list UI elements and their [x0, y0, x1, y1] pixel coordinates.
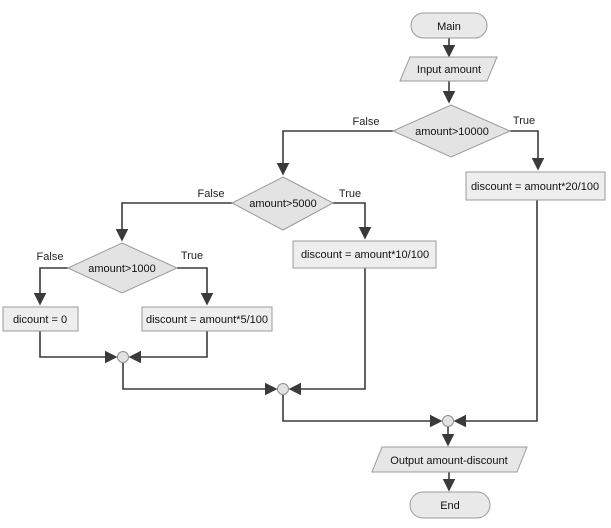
merge-connector-2: [277, 383, 289, 395]
merge-connector-1: [117, 351, 129, 363]
io-shape: [371, 446, 528, 473]
io-shape: [399, 56, 498, 82]
label-decision1-true: True: [513, 115, 535, 127]
process-shape: [2, 306, 79, 332]
node-discount5-label: discount = amount*5/100: [146, 314, 268, 326]
node-decision1-label: amount>10000: [415, 126, 489, 138]
edge-box0-to-merge1: [39, 331, 118, 364]
node-decision2-label: amount>5000: [249, 198, 317, 210]
edge-box10-to-merge2: [288, 268, 366, 396]
edge-box20-to-merge3: [453, 200, 538, 428]
decision-shape: [391, 104, 512, 158]
decision-shape: [66, 242, 179, 294]
edge-merge2-to-merge3: [282, 395, 443, 428]
node-discount-20: discount = amount*20/100: [465, 171, 606, 201]
node-main: Main: [410, 12, 488, 39]
edge-decision3-false: [33, 267, 68, 306]
node-decision-amount-gt-10000: amount>10000: [391, 104, 512, 158]
edge-merge1-to-merge2: [122, 363, 278, 396]
decision-shape: [230, 176, 335, 231]
nodes: Main Input amount amount>10000 discount …: [2, 12, 606, 519]
edge-decision1-true: [510, 130, 545, 171]
edge-box5-to-merge1: [128, 331, 208, 364]
node-discount20-label: discount = amount*20/100: [471, 181, 599, 193]
node-discount0-label: dicount = 0: [13, 314, 67, 326]
label-decision1-false: False: [353, 116, 380, 128]
connectors: [33, 38, 545, 492]
node-output-amount-discount: Output amount-discount: [371, 446, 528, 473]
label-decision3-true: True: [181, 250, 203, 262]
edge-decision2-false: [115, 202, 232, 242]
label-decision3-false: False: [37, 251, 64, 263]
node-main-label: Main: [437, 21, 461, 33]
node-discount-10: discount = amount*10/100: [292, 240, 437, 269]
label-decision2-false: False: [198, 188, 225, 200]
process-shape: [141, 306, 273, 332]
process-shape: [292, 240, 437, 269]
node-end-label: End: [440, 500, 460, 512]
edge-decision2-true: [333, 202, 372, 240]
edge-decision3-true: [177, 267, 214, 306]
node-input-label: Input amount: [417, 64, 481, 76]
node-discount-5: discount = amount*5/100: [141, 306, 273, 332]
node-output-label: Output amount-discount: [390, 455, 507, 467]
edge-decision1-false: [276, 130, 393, 176]
merge-connector-3: [442, 415, 454, 427]
node-discount10-label: discount = amount*10/100: [301, 249, 429, 261]
terminator-shape: [409, 491, 491, 519]
node-discount-zero: dicount = 0: [2, 306, 79, 332]
terminator-shape: [410, 12, 488, 39]
edge-labels: False True False True False True: [37, 115, 536, 263]
node-decision3-label: amount>1000: [88, 263, 156, 275]
process-shape: [465, 171, 606, 201]
node-end: End: [409, 491, 491, 519]
label-decision2-true: True: [339, 188, 361, 200]
node-decision-amount-gt-5000: amount>5000: [230, 176, 335, 231]
node-decision-amount-gt-1000: amount>1000: [66, 242, 179, 294]
node-input-amount: Input amount: [399, 56, 498, 82]
